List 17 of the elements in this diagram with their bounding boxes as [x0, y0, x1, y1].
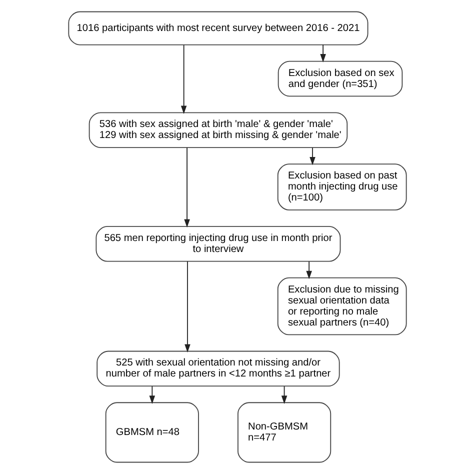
node-box: 565 men reporting injecting drug use in month prior to interview	[95, 226, 340, 262]
arrow	[320, 44, 326, 62]
node-box: 1016 participants with most recent survey between 2016 - 2021	[68, 11, 368, 46]
arrow	[306, 261, 312, 280]
node-box: Exclusion based on past month injecting drug use (n=100)	[276, 164, 406, 210]
arrow	[184, 261, 190, 353]
arrow	[309, 147, 315, 166]
node-box: 525 with sexual orientation not missing and/or number of male partners in <12 months ≥1 partner	[96, 350, 340, 387]
node-box: 536 with sex assigned at birth 'male' & gender 'male' 129 with sex assigned at birth missing & gender 'male'	[88, 112, 348, 148]
node-box: Exclusion due to missing sexual orientation data or reporting no male sexual partners (n=40)	[276, 277, 406, 336]
arrow	[180, 44, 186, 114]
node-box: Non-GBMSM n=477	[237, 402, 331, 463]
arrow	[184, 147, 190, 228]
node-box: Exclusion based on sex and gender (n=351)	[277, 60, 402, 97]
arrow	[148, 386, 155, 404]
node-box: GBMSM n=48	[104, 402, 198, 463]
arrow	[280, 386, 287, 404]
